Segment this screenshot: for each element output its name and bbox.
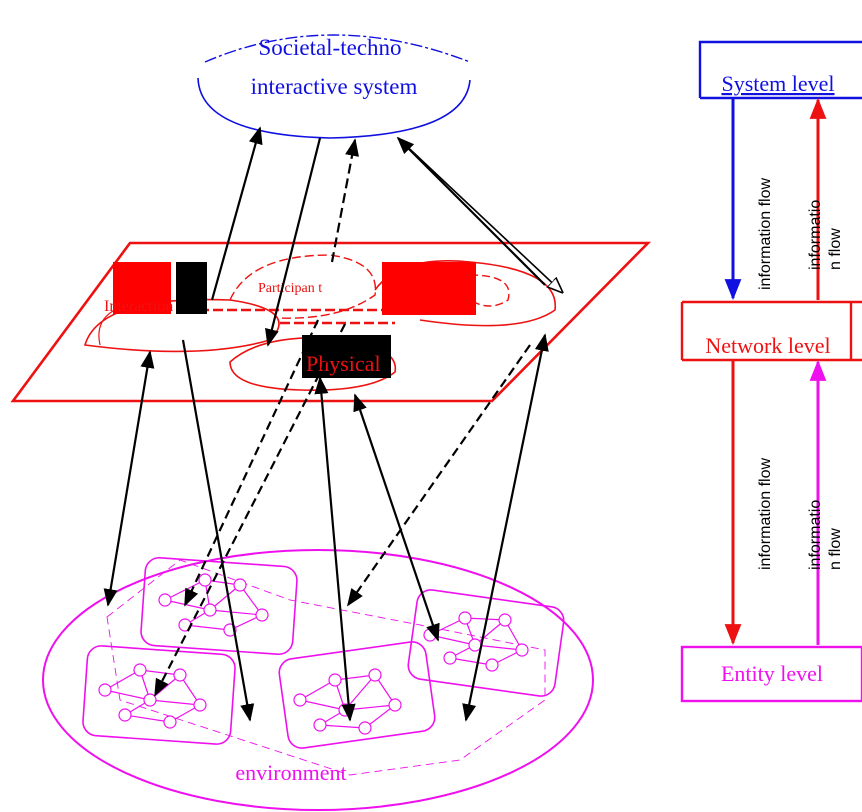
arrows-network-to-system [210,126,562,347]
system-level-box: System level [698,40,862,100]
flow-label-up-top: informatio n flow [807,195,844,270]
interaction-box-black [176,262,207,314]
flow-label-up-bottom-line2: n flow [827,528,844,570]
entity-level-label: Entity level [721,661,823,686]
interaction-label: Interaction [104,298,173,315]
societal-title-line2: interactive system [251,74,418,99]
flow-label-up-top-line2: n flow [827,228,844,270]
arrows-network-to-environment [103,319,549,722]
entity-cluster-4 [407,589,565,697]
societal-techno-system: Societal-techno interactive system [197,34,471,139]
system-level-label: System level [721,71,834,96]
interaction-box-red [113,262,171,314]
network-level-label: Network level [705,333,830,358]
entity-level-box: Entity level [680,645,862,703]
participant-box-red [382,262,476,315]
network-level-box: Network level [680,300,862,362]
societal-title-line1: Societal-techno [258,35,401,60]
flow-label-down-top: information flow [757,178,774,290]
physical-label: Physical [306,351,381,376]
entity-cluster-2 [82,645,236,745]
flow-label-up-top-line1: informatio [807,200,824,270]
entity-cluster-3 [278,641,436,749]
participant-label: Participan t [258,281,322,296]
environment-ellipse: environment [42,549,594,811]
environment-label: environment [235,760,346,785]
physical-box-black [302,335,391,378]
flow-label-down-bottom: information flow [757,458,774,570]
flow-label-up-bottom: informatio n flow [807,495,844,570]
flow-label-up-bottom-line1: informatio [807,500,824,570]
